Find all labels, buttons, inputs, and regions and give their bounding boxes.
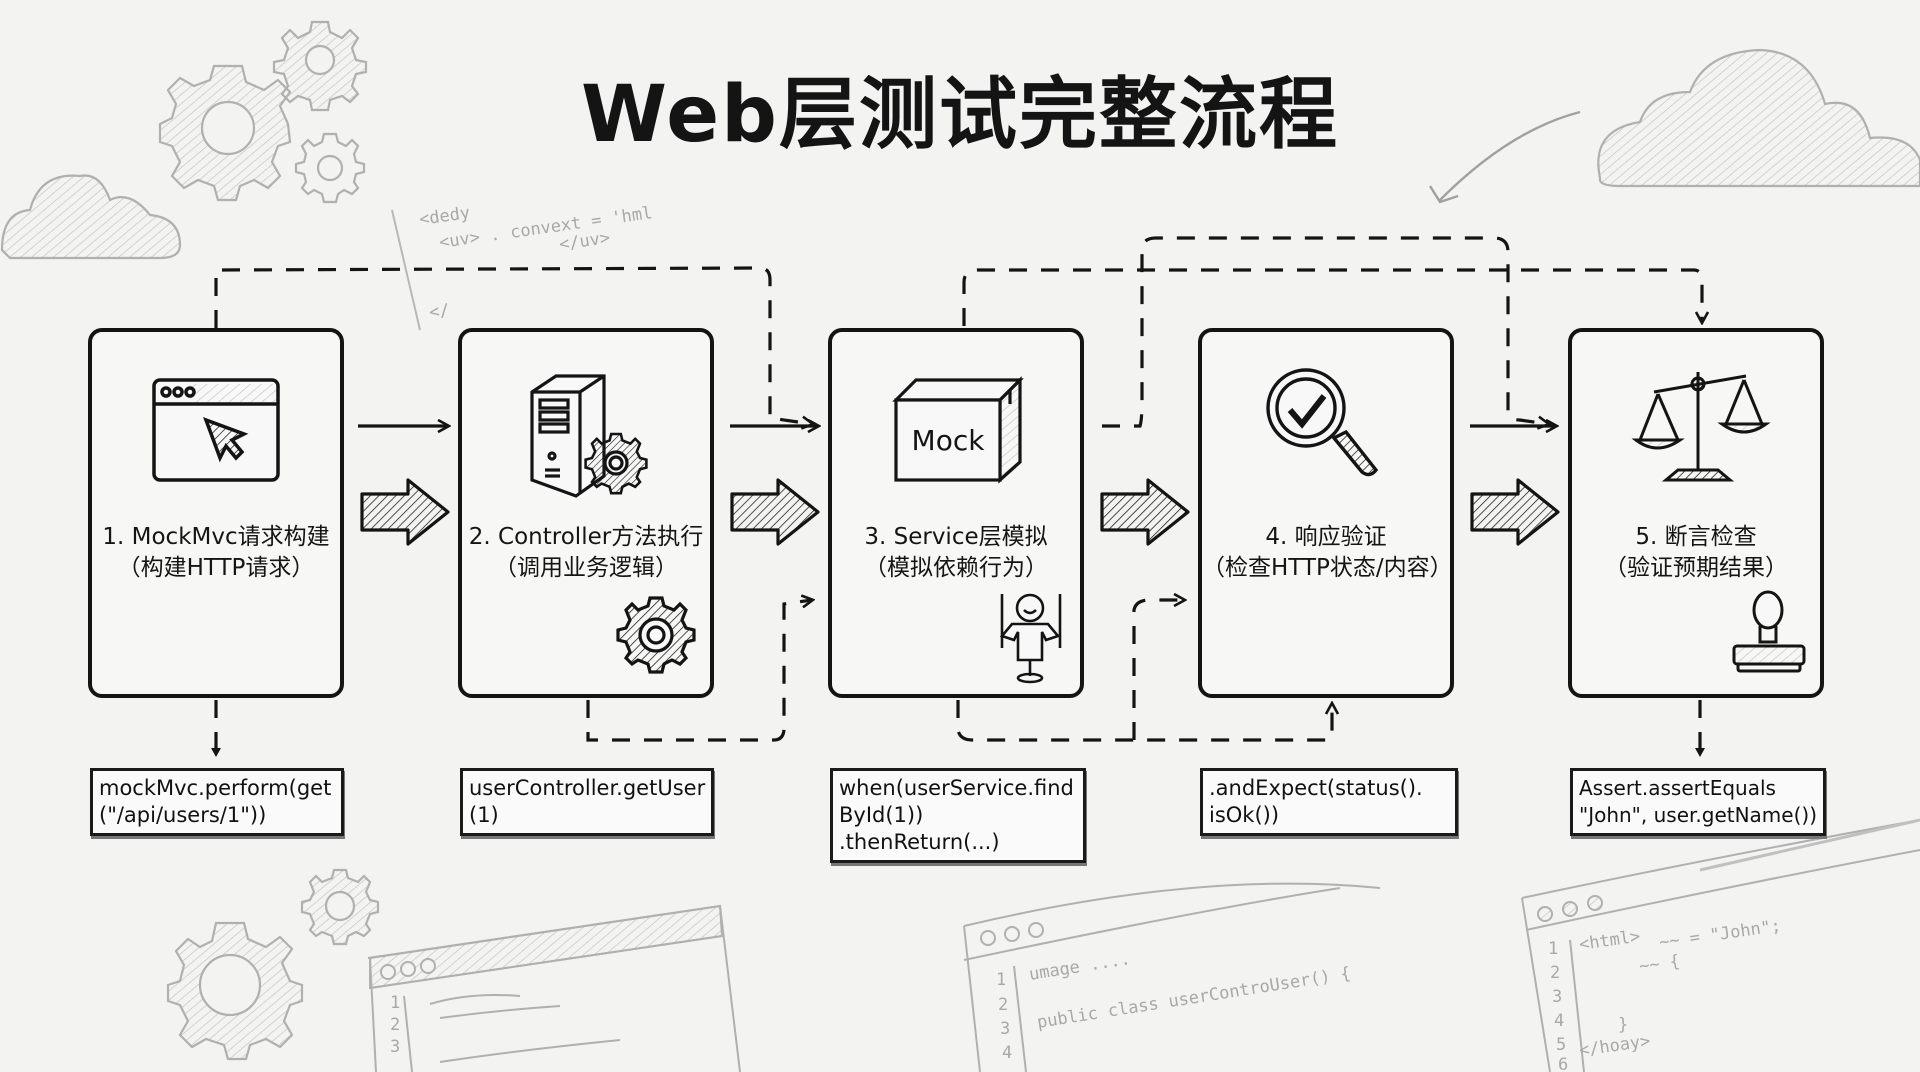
step-box-3: 3. Service层模拟 （模拟依赖行为） [828,328,1084,698]
step-box-4: 4. 响应验证 （检查HTTP状态/内容） [1198,328,1454,698]
dashed-connector-1-to-3 [214,266,812,424]
step-label: 3. Service层模拟 （模拟依赖行为） [832,522,1080,584]
code-line: .andExpect(status(). [1209,776,1423,800]
step-subtitle: （调用业务逻辑） [494,555,678,581]
step-subtitle: （模拟依赖行为） [864,555,1048,581]
svg-text:6: 6 [1558,1055,1568,1072]
svg-text:~~ = "John";: ~~ = "John"; [1658,916,1782,953]
code-line: ("/api/users/1")) [99,803,267,827]
svg-text:1: 1 [996,970,1006,990]
step-subtitle: （验证预期结果） [1604,555,1788,581]
dashed-connector-2-to-3-bottom [586,600,812,742]
background-cloud-left [0,174,182,260]
code-snippet-4: .andExpect(status(). isOk()) [1200,768,1458,836]
dashed-connector-up-to-4 [1132,600,1184,740]
background-editor-center: 1 2 3 4 umage .... public class userCont… [963,882,1381,1072]
background-gears-bottom-left [166,868,380,1061]
diagram-title: Web层测试完整流程 [581,70,1339,160]
code-snippet-2: userController.getUser (1) [460,768,714,836]
code-line: (1) [469,803,499,827]
step-label: 4. 响应验证 （检查HTTP状态/内容） [1202,522,1453,584]
code-line: isOk()) [1209,803,1280,827]
step-label: 1. MockMvc请求构建 （构建HTTP请求） [92,522,340,584]
svg-text:}: } [1618,1015,1628,1035]
code-snippet-1: mockMvc.perform(get ("/api/users/1")) [90,768,344,836]
svg-text:3: 3 [1000,1019,1010,1039]
svg-text:1: 1 [1548,939,1558,959]
svg-text:5: 5 [1556,1035,1566,1055]
step-label: 2. Controller方法执行 （调用业务逻辑） [462,522,710,584]
svg-text:3: 3 [1552,987,1562,1007]
code-line: Assert.assertEquals [1579,776,1776,800]
background-cloud-right [1428,48,1920,204]
svg-text:3: 3 [390,1037,400,1057]
code-line: userController.getUser [469,776,706,800]
code-line: ById(1)) [839,803,924,827]
step-title: 4. 响应验证 [1265,524,1387,550]
code-line: mockMvc.perform(get [99,776,332,800]
background-editor-right: 1 2 3 4 5 6 <html> ~~ = "John"; ~~ { } <… [1521,819,1920,1072]
step-title: 1. MockMvc请求构建 [102,524,330,550]
code-line: when(userService.find [839,776,1074,800]
svg-text:<uv> . convext = 'hml: <uv> . convext = 'hml [438,203,654,253]
dashed-connectors [211,236,1702,757]
big-arrow-2-3 [730,478,820,546]
svg-text:2: 2 [998,995,1008,1015]
code-line: .thenReturn(...) [839,830,1000,854]
code-line: "John", user.getName()) [1579,803,1817,827]
svg-text:umage ....: umage .... [1028,949,1132,985]
svg-text:~~ {: ~~ { [1638,951,1681,977]
svg-text:<dedy: <dedy [418,203,471,230]
step-title: 2. Controller方法执行 [468,524,704,550]
dashed-connector-4-to-5-top [962,268,1702,326]
big-arrow-1-2 [360,478,450,546]
step-title: 5. 断言检查 [1635,524,1757,550]
svg-text:</: </ [428,300,451,323]
svg-text:4: 4 [1002,1043,1012,1063]
step-label: 5. 断言检查 （验证预期结果） [1572,522,1820,584]
svg-text:4: 4 [1554,1011,1564,1031]
code-snippet-5: Assert.assertEquals "John", user.getName(… [1570,768,1826,836]
step-title: 3. Service层模拟 [864,524,1048,550]
background-pencil-stroke [1699,818,1920,872]
big-arrows [360,478,1560,546]
svg-text:2: 2 [1550,963,1560,983]
step-box-1: 1. MockMvc请求构建 （构建HTTP请求） [88,328,344,698]
svg-text:<html>: <html> [1578,927,1642,955]
dashed-connector-3-to-4-bottom [956,700,1332,742]
svg-text:2: 2 [390,1015,400,1035]
big-arrow-3-4 [1100,478,1190,546]
step-subtitle: （检查HTTP状态/内容） [1202,555,1453,581]
step-box-2: 2. Controller方法执行 （调用业务逻辑） [458,328,714,698]
background-code-scribble-top: <dedy <uv> . convext = 'hml </uv> </ [391,203,654,331]
background-gears-top-left [158,20,368,204]
svg-text:1: 1 [390,993,400,1013]
big-arrow-4-5 [1470,478,1560,546]
step-box-5: 5. 断言检查 （验证预期结果） [1568,328,1824,698]
background-editor-left: 1 2 3 [367,904,741,1072]
step-subtitle: （构建HTTP请求） [117,555,315,581]
svg-text:</hoay>: </hoay> [1578,1031,1652,1061]
